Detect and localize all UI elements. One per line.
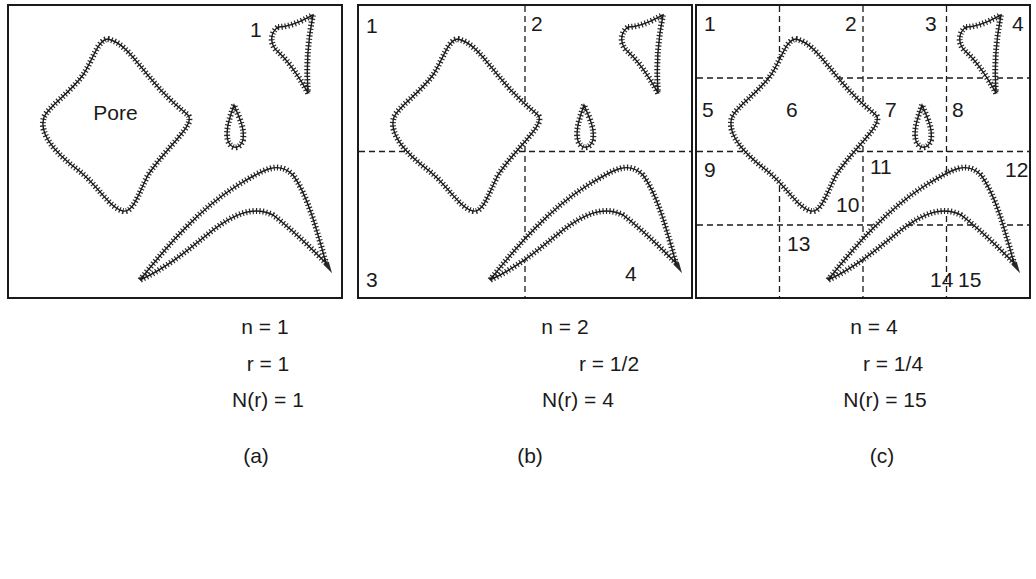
cell-number: 3: [366, 268, 378, 292]
cell-number: 1: [704, 12, 716, 36]
cell-number: 13: [787, 232, 810, 256]
cell-number: 4: [625, 262, 637, 286]
pore-outline: [38, 35, 193, 215]
parameter-text: r = 1/4: [863, 352, 923, 376]
panel-caption: (a): [243, 444, 269, 468]
cell-number: 7: [885, 98, 897, 122]
pore-shapes: [393, 15, 676, 280]
cell-number: 1: [366, 14, 378, 38]
cell-number: 2: [531, 12, 543, 36]
parameter-text: N(r) = 4: [542, 388, 614, 412]
parameter-text: r = 1: [247, 352, 290, 376]
panel-caption: (c): [870, 444, 895, 468]
parameter-text: N(r) = 15: [843, 388, 926, 412]
cell-number: 9: [704, 158, 716, 182]
panel-frame: [8, 5, 342, 298]
cell-number: 15: [958, 268, 981, 292]
panel-frame: [696, 5, 1030, 298]
parameter-text: N(r) = 1: [232, 388, 304, 412]
cell-number: 2: [845, 12, 857, 36]
pore-shape: Pore: [38, 35, 193, 215]
panel-caption: (b): [517, 444, 543, 468]
grid-lines: [359, 6, 1029, 297]
cell-number: 11: [870, 155, 892, 179]
cell-number: 8: [952, 98, 964, 122]
parameter-text: r = 1/2: [579, 352, 639, 376]
cell-number: 1: [250, 18, 262, 42]
pore-label: Pore: [93, 101, 137, 125]
parameter-text: n = 4: [850, 315, 897, 339]
cell-number: 12: [1005, 158, 1028, 182]
cell-number: 5: [702, 98, 714, 122]
parameter-text: n = 2: [541, 315, 588, 339]
cell-number: 6: [786, 98, 798, 122]
panel-frame: [358, 5, 692, 298]
cell-number: 10: [836, 193, 859, 217]
cell-number: 4: [1012, 12, 1024, 36]
cell-number: 14: [930, 268, 953, 292]
pore-shapes: [731, 15, 1014, 280]
parameter-text: n = 1: [241, 315, 288, 339]
cell-number: 3: [925, 12, 937, 36]
